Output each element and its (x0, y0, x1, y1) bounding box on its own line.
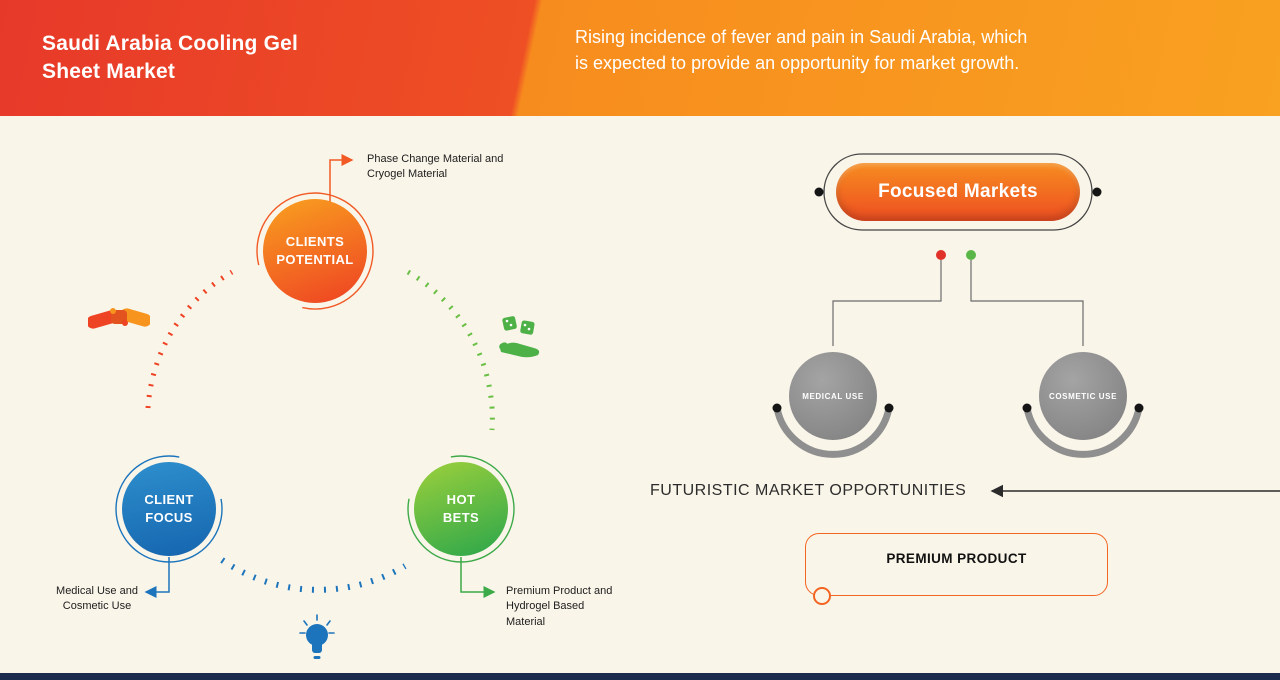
callout-phase-change: Phase Change Material and Cryogel Materi… (367, 153, 504, 181)
outline-dot-right (1092, 187, 1102, 197)
header-banner: Saudi Arabia Cooling Gel Sheet Market Ri… (0, 0, 1280, 116)
bubble-clients-potential: CLIENTS POTENTIAL (263, 199, 367, 303)
focused-markets-pill: Focused Markets (836, 163, 1080, 221)
dotted-arc-orange (145, 269, 234, 409)
callout-medical-cosmetic: Medical Use and Cosmetic Use (56, 585, 138, 613)
handshake-icon (86, 296, 152, 338)
branch-dot-green (966, 250, 976, 260)
footer-bar (0, 673, 1280, 680)
page-title: Saudi Arabia Cooling Gel Sheet Market (42, 32, 299, 84)
arc-dot-cosmetic-left (1022, 403, 1032, 413)
bubble-hot-bets: HOT BETS (414, 462, 508, 556)
premium-anchor-circle (813, 587, 831, 605)
premium-product-box: PREMIUM PRODUCT (805, 533, 1108, 596)
callout-premium-hydrogel: Premium Product and Hydrogel Based Mater… (506, 585, 613, 628)
premium-product-label: PREMIUM PRODUCT (886, 551, 1027, 566)
arc-dot-medical-right (884, 403, 894, 413)
node-medical-use: MEDICAL USE (789, 352, 877, 440)
node-cosmetic-use: COSMETIC USE (1039, 352, 1127, 440)
connector-clients-callout (329, 154, 354, 203)
dotted-arc-blue (220, 557, 407, 593)
outline-dot-left (814, 187, 824, 197)
bubble-client-focus: CLIENT FOCUS (122, 462, 216, 556)
lightbulb-icon (299, 614, 335, 666)
dice-hand-icon (498, 314, 542, 360)
branch-line-left (832, 260, 942, 346)
futuristic-heading: FUTURISTIC MARKET OPPORTUNITIES (650, 482, 967, 499)
arc-dot-cosmetic-right (1134, 403, 1144, 413)
connector-hotbets-callout (460, 557, 496, 598)
dotted-arc-green (406, 269, 495, 431)
page-subtitle: Rising incidence of fever and pain in Sa… (575, 27, 1028, 74)
arc-dot-medical-left (772, 403, 782, 413)
branch-dot-red (936, 250, 946, 260)
branch-line-right (970, 260, 1084, 346)
